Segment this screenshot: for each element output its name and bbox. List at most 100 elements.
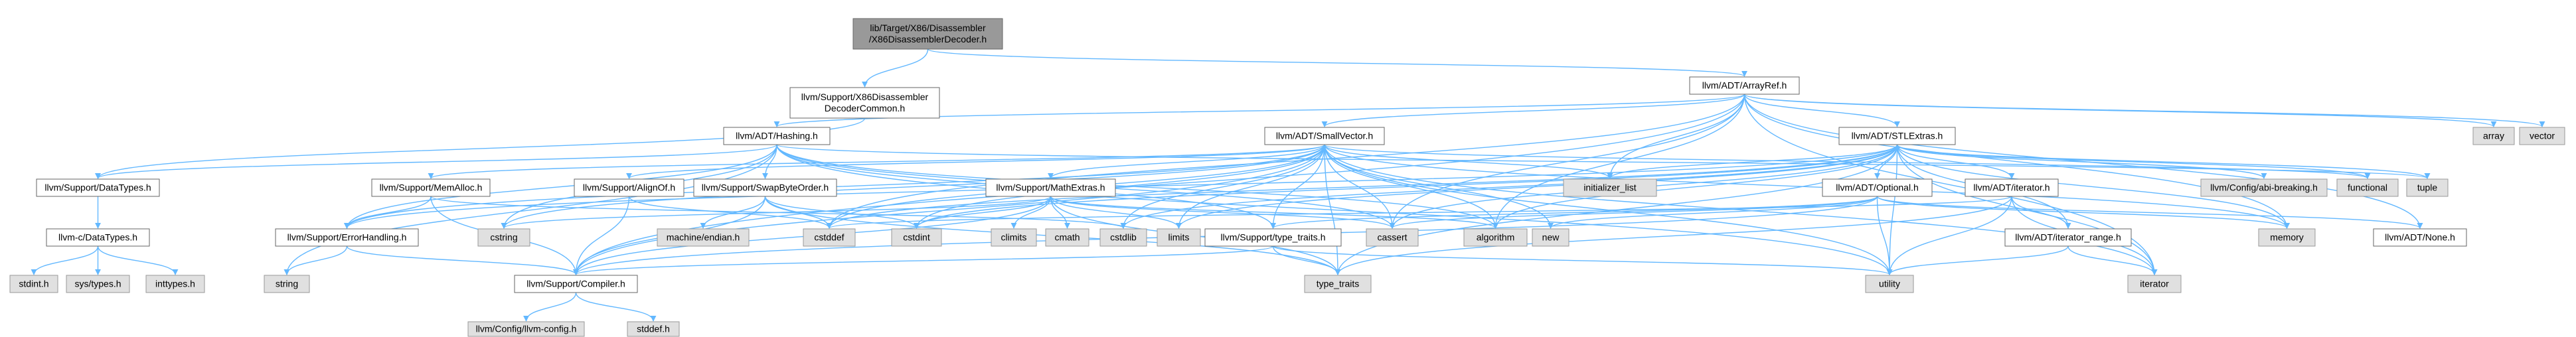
- node-label-string: string: [276, 278, 298, 289]
- node-box-stddef_h: [627, 321, 680, 337]
- node-sys_types: sys/types.h: [66, 275, 130, 293]
- node-string: string: [264, 275, 310, 293]
- edge-type_traits_h-to-utility: [1272, 245, 1893, 275]
- node-optional[interactable]: llvm/ADT/Optional.h: [1822, 178, 1933, 197]
- node-compiler[interactable]: llvm/Support/Compiler.h: [514, 275, 638, 293]
- node-swapbyteorder[interactable]: llvm/Support/SwapByteOrder.h: [693, 178, 837, 197]
- node-label-machine_endian: machine/endian.h: [667, 232, 740, 242]
- edge-stlextras-to-abi_breaking: [1896, 144, 2267, 179]
- node-box-stlextras: [1838, 127, 1956, 145]
- node-label-c_datatypes: llvm-c/DataTypes.h: [58, 232, 137, 242]
- node-box-iterator_h: [1965, 178, 2059, 197]
- edge-stlextras-to-functional: [1896, 144, 2371, 179]
- edge-compiler-to-llvm_config: [523, 292, 577, 322]
- node-box-abi_breaking: [2200, 178, 2328, 197]
- node-label-iterator_h: llvm/ADT/iterator.h: [1973, 182, 2050, 192]
- edge-mathextras-to-cstring: [501, 196, 1052, 229]
- node-label-memalloc: llvm/Support/MemAlloc.h: [380, 182, 483, 192]
- node-c_datatypes[interactable]: llvm-c/DataTypes.h: [46, 228, 150, 247]
- node-box-optional: [1822, 178, 1933, 197]
- node-label-utility: utility: [1879, 278, 1900, 289]
- edge-type_traits_h-to-compiler: [573, 245, 1274, 275]
- edge-alignof-to-cstddef: [628, 196, 833, 229]
- edge-mathextras-to-cstdint: [914, 196, 1052, 229]
- edge-optional-to-memory: [1876, 196, 2290, 229]
- node-box-limits: [1157, 228, 1201, 247]
- edge-arrayref-to-stlextras: [1743, 94, 1900, 127]
- node-label-stddef_h: stddef.h: [637, 323, 670, 334]
- edge-smallvector-to-limits: [1176, 144, 1325, 229]
- node-label-functional: functional: [2348, 182, 2387, 192]
- edge-optional-to-new: [1548, 196, 1878, 229]
- node-label-smallvector: llvm/ADT/SmallVector.h: [1276, 130, 1373, 141]
- node-box-cstring: [477, 228, 530, 247]
- edge-errorhandling-to-compiler: [346, 245, 579, 275]
- edge-arrayref-to-algorithm: [1492, 94, 1745, 229]
- node-cstdint: cstdint: [891, 228, 942, 247]
- node-memalloc[interactable]: llvm/Support/MemAlloc.h: [371, 178, 491, 197]
- node-box-hashing: [723, 127, 831, 145]
- node-iterator_h[interactable]: llvm/ADT/iterator.h: [1965, 178, 2059, 197]
- node-datatypes_h[interactable]: llvm/Support/DataTypes.h: [36, 178, 160, 197]
- node-decodercommon[interactable]: llvm/Support/X86DisassemblerDecoderCommo…: [789, 87, 940, 119]
- node-algorithm: algorithm: [1463, 228, 1528, 247]
- node-box-tuple: [2406, 178, 2449, 197]
- node-box-alignof: [574, 178, 684, 197]
- edge-mathextras-to-cmath: [1050, 196, 1070, 229]
- node-label-swapbyteorder: llvm/Support/SwapByteOrder.h: [702, 182, 829, 192]
- edge-iterator_h-to-utility: [1886, 196, 2012, 275]
- edge-arrayref-to-vector: [1743, 94, 2545, 127]
- node-layer: lib/Target/X86/Disassembler/X86Disassemb…: [9, 18, 2565, 337]
- node-box-functional: [2336, 178, 2399, 197]
- node-utility: utility: [1865, 275, 1914, 293]
- node-limits: limits: [1157, 228, 1201, 247]
- node-label-algorithm: algorithm: [1477, 232, 1515, 242]
- node-machine_endian: machine/endian.h: [657, 228, 750, 247]
- edge-mathextras-to-climits: [1010, 196, 1052, 229]
- node-iterator_range[interactable]: llvm/ADT/iterator_range.h: [2004, 228, 2132, 247]
- node-mathextras[interactable]: llvm/Support/MathExtras.h: [985, 178, 1116, 197]
- edge-stlextras-to-utility: [1886, 144, 1898, 275]
- node-hashing[interactable]: llvm/ADT/Hashing.h: [723, 127, 831, 145]
- node-label-cstdint: cstdint: [903, 232, 930, 242]
- node-label-mathextras: llvm/Support/MathExtras.h: [996, 182, 1105, 192]
- node-vector: vector: [2519, 127, 2565, 145]
- node-label-type_traits: type_traits: [1317, 278, 1360, 289]
- node-errorhandling[interactable]: llvm/Support/ErrorHandling.h: [275, 228, 419, 247]
- edge-smallvector-to-type_traits: [1324, 144, 1341, 275]
- node-arrayref[interactable]: llvm/ADT/ArrayRef.h: [1689, 76, 1800, 95]
- node-box-algorithm: [1463, 228, 1528, 247]
- node-box-cstddef: [803, 228, 856, 247]
- node-stlextras[interactable]: llvm/ADT/STLExtras.h: [1838, 127, 1956, 145]
- edge-smallvector-to-memalloc: [428, 144, 1325, 179]
- edge-type_traits_h-to-type_traits: [1272, 245, 1341, 275]
- edge-stlextras-to-cstddef: [826, 144, 1898, 229]
- node-tuple: tuple: [2406, 178, 2449, 197]
- node-label-arrayref: llvm/ADT/ArrayRef.h: [1702, 80, 1787, 90]
- edge-smallvector-to-cstdlib: [1120, 144, 1325, 229]
- node-stdint_h: stdint.h: [9, 275, 58, 293]
- node-box-array: [2472, 127, 2515, 145]
- edge-swapbyteorder-to-machine_endian: [700, 196, 766, 229]
- node-box-machine_endian: [657, 228, 750, 247]
- node-label-vector: vector: [2530, 130, 2555, 141]
- edge-optional-to-cassert: [1389, 196, 1878, 229]
- edge-stlextras-to-errorhandling: [344, 144, 1898, 229]
- node-label-memory: memory: [2270, 232, 2304, 242]
- node-type_traits_h[interactable]: llvm/Support/type_traits.h: [1204, 228, 1342, 247]
- node-box-stdint_h: [9, 275, 58, 293]
- edge-smallvector-to-mathextras: [1048, 144, 1325, 179]
- node-box-mathextras: [985, 178, 1116, 197]
- node-label-none_h: llvm/ADT/None.h: [2385, 232, 2455, 242]
- edge-mathextras-to-cassert: [1050, 196, 1396, 229]
- node-none_h[interactable]: llvm/ADT/None.h: [2373, 228, 2467, 247]
- node-label-climits: climits: [1001, 232, 1027, 242]
- node-smallvector[interactable]: llvm/ADT/SmallVector.h: [1264, 127, 1385, 145]
- edge-root-to-arrayref: [927, 48, 1747, 77]
- edge-swapbyteorder-to-cstdint: [764, 196, 920, 229]
- node-label-cmath: cmath: [1054, 232, 1080, 242]
- node-memory: memory: [2258, 228, 2316, 247]
- edge-stlextras-to-cstdint: [914, 144, 1898, 229]
- node-box-cassert: [1366, 228, 1419, 247]
- node-alignof[interactable]: llvm/Support/AlignOf.h: [574, 178, 684, 197]
